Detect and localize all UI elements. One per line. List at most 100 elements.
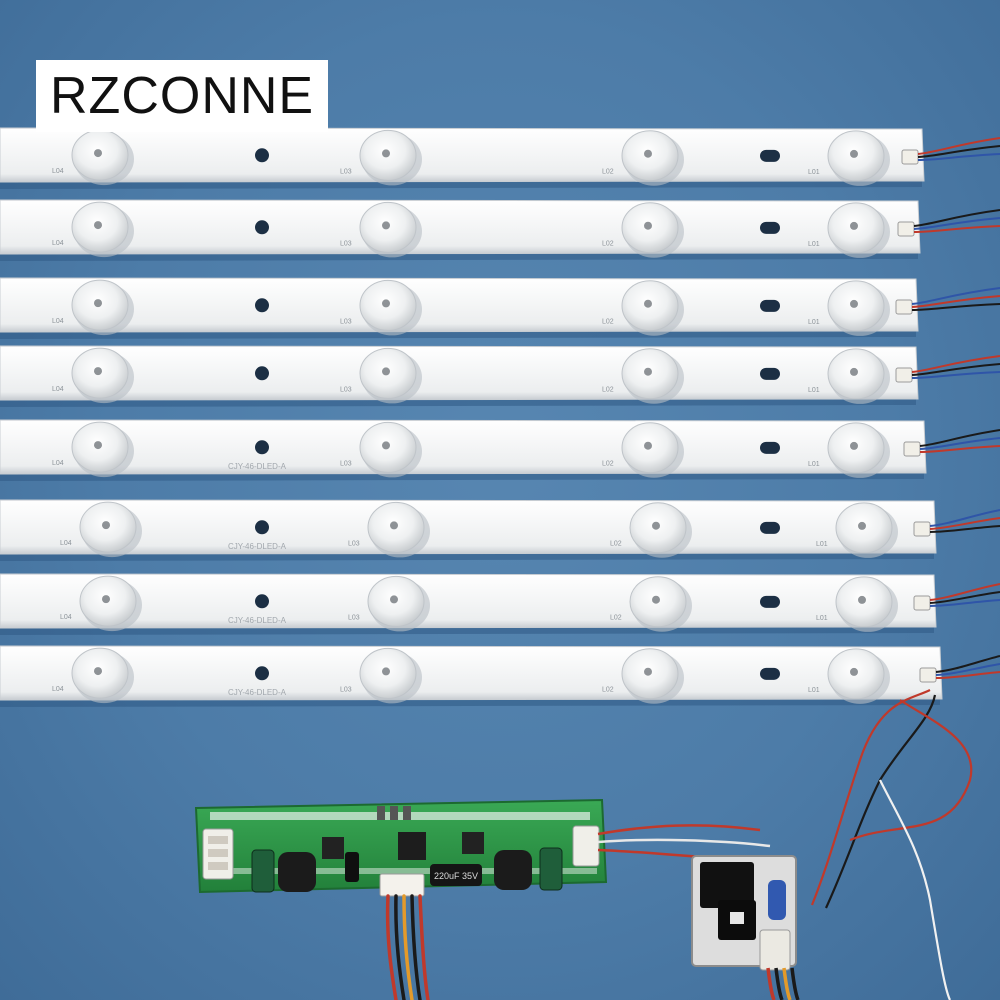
led-label: L02 <box>602 461 614 468</box>
mount-slot <box>760 441 780 454</box>
strip-wire <box>917 145 1000 158</box>
strip-connector <box>903 441 921 457</box>
led-label: L02 <box>602 169 614 176</box>
strip-wire <box>929 591 1000 604</box>
led-lens <box>621 648 684 704</box>
strip-wire <box>911 287 1000 305</box>
inductor <box>278 852 316 892</box>
strip-wire <box>935 671 1000 679</box>
led-label: L02 <box>602 319 614 326</box>
mount-hole <box>255 594 269 609</box>
strip-connector <box>919 667 937 683</box>
led-lens <box>827 348 890 404</box>
strip-connector <box>895 299 913 315</box>
board-connector-right <box>572 825 600 867</box>
led-lens <box>71 129 134 186</box>
strip-part-number: CJY-46-DLED-A <box>228 462 287 471</box>
led-strip: L04 L03 L02 L01 <box>0 127 925 189</box>
inductor <box>494 850 532 890</box>
led-lens <box>827 130 890 186</box>
strip-wire <box>929 583 1000 601</box>
strip-wire <box>911 303 1000 311</box>
led-label: L03 <box>340 240 352 247</box>
led-lens <box>621 280 684 336</box>
led-lens <box>71 421 134 478</box>
strip-connector <box>913 521 931 537</box>
led-label: L03 <box>340 318 352 325</box>
brand-label: RZCONNE <box>36 60 329 132</box>
led-label: L03 <box>348 614 360 621</box>
strip-wire <box>929 509 1000 527</box>
mount-slot <box>760 521 780 534</box>
led-label: L03 <box>340 168 352 175</box>
strip-wire <box>911 363 1000 376</box>
led-lens <box>621 422 684 478</box>
led-label: L01 <box>808 241 820 248</box>
mount-hole <box>255 298 269 313</box>
led-label: L03 <box>348 540 360 547</box>
strip-harness <box>810 689 973 1000</box>
mount-slot <box>760 667 780 680</box>
driver-board: 220uF 35V <box>194 798 608 897</box>
mount-slot <box>760 221 780 234</box>
strip-wire <box>929 599 1000 607</box>
led-lens <box>621 348 684 404</box>
ic-chip <box>398 832 426 860</box>
led-lens <box>827 422 890 478</box>
strip-part-number: CJY-46-DLED-A <box>228 616 287 625</box>
strip-wire <box>919 429 1000 447</box>
strip-wire <box>919 437 1000 450</box>
led-label: L01 <box>808 687 820 694</box>
led-label: L01 <box>808 319 820 326</box>
strip-connector <box>913 595 931 611</box>
led-lens <box>71 647 134 704</box>
led-label: L04 <box>52 686 64 693</box>
strip-wire <box>929 525 1000 533</box>
led-lens <box>827 202 890 258</box>
electrolytic-capacitor <box>430 864 482 886</box>
led-label: L01 <box>808 169 820 176</box>
capacitor-marking: 220uF 35V <box>434 871 478 881</box>
led-label: L02 <box>602 387 614 394</box>
led-label: L04 <box>52 318 64 325</box>
led-lens <box>359 647 422 704</box>
mount-hole <box>255 366 269 381</box>
led-label: L03 <box>340 686 352 693</box>
strip-wires <box>911 137 1000 679</box>
mount-slot <box>760 149 780 162</box>
dc-jack <box>700 862 754 908</box>
led-lens <box>367 501 430 558</box>
led-lens <box>621 202 684 258</box>
led-label: L04 <box>60 540 72 547</box>
led-lens <box>359 129 422 186</box>
blue-capacitor <box>768 880 786 920</box>
strip-wire <box>913 225 1000 233</box>
led-lens <box>827 648 890 704</box>
led-lens <box>359 347 422 404</box>
led-label: L03 <box>340 460 352 467</box>
led-label: L01 <box>816 615 828 622</box>
led-label: L01 <box>816 541 828 548</box>
led-label: L04 <box>52 460 64 467</box>
led-label: L03 <box>340 386 352 393</box>
mount-slot <box>760 595 780 608</box>
led-lens <box>71 279 134 336</box>
strip-wire <box>913 209 1000 227</box>
led-label: L04 <box>52 168 64 175</box>
strip-wire <box>913 217 1000 230</box>
led-lens <box>621 130 684 186</box>
mount-hole <box>255 440 269 455</box>
capacitor <box>539 847 563 891</box>
led-label: L02 <box>610 615 622 622</box>
led-lens <box>359 201 422 258</box>
led-label: L02 <box>602 241 614 248</box>
strip-part-number: CJY-46-DLED-A <box>228 542 287 551</box>
capacitor <box>251 849 275 893</box>
ic-chip <box>462 832 484 854</box>
